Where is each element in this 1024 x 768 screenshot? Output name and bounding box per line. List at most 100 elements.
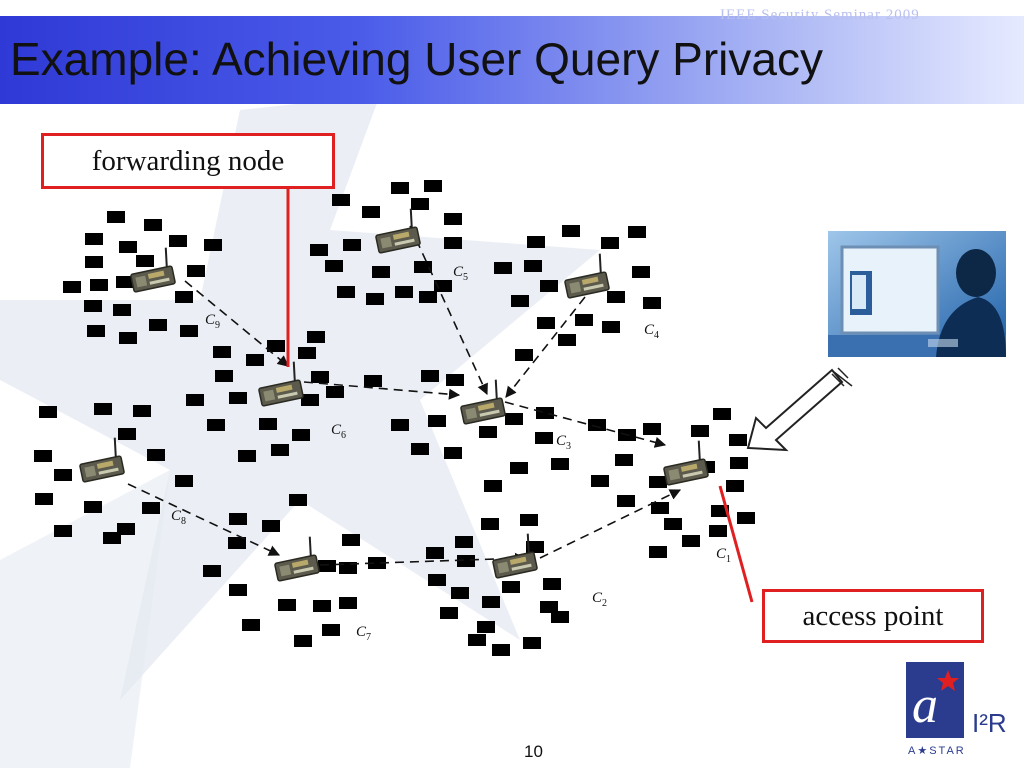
network-node xyxy=(242,619,260,631)
network-node xyxy=(664,518,682,530)
network-node xyxy=(523,637,541,649)
network-node xyxy=(713,408,731,420)
network-node xyxy=(87,325,105,337)
network-node xyxy=(278,599,296,611)
network-node xyxy=(271,444,289,456)
network-node xyxy=(322,624,340,636)
network-node xyxy=(203,565,221,577)
network-node xyxy=(298,347,316,359)
network-node xyxy=(601,237,619,249)
network-node xyxy=(107,211,125,223)
cluster-label: C6 xyxy=(331,422,346,441)
access-point-pointer xyxy=(718,485,754,603)
network-node xyxy=(103,532,121,544)
network-node xyxy=(551,458,569,470)
network-node xyxy=(39,406,57,418)
network-node xyxy=(505,413,523,425)
network-node xyxy=(372,266,390,278)
network-node xyxy=(362,206,380,218)
network-node xyxy=(180,325,198,337)
network-node xyxy=(118,428,136,440)
cluster-label: C4 xyxy=(644,322,659,341)
cluster-label: C1 xyxy=(716,546,731,565)
network-node xyxy=(520,514,538,526)
sensor-nodes xyxy=(74,207,710,583)
network-node xyxy=(414,261,432,273)
network-node xyxy=(502,581,520,593)
i2r-astar-logo: a I²R A★STAR xyxy=(896,660,1018,760)
network-node xyxy=(175,475,193,487)
slide-title: Example: Achieving User Query Privacy xyxy=(10,33,823,85)
network-node xyxy=(215,370,233,382)
network-node xyxy=(325,260,343,272)
network-node xyxy=(119,332,137,344)
network-node xyxy=(326,386,344,398)
hollow-arrow-icon xyxy=(746,367,853,452)
network-node xyxy=(144,219,162,231)
network-node xyxy=(90,279,108,291)
network-node xyxy=(332,194,350,206)
network-node xyxy=(186,394,204,406)
person-at-computer-photo xyxy=(828,231,1006,357)
network-node xyxy=(643,423,661,435)
network-node xyxy=(116,276,134,288)
network-node xyxy=(484,480,502,492)
cluster-label: C5 xyxy=(453,264,468,283)
network-node xyxy=(34,450,52,462)
network-node xyxy=(228,537,246,549)
sensor-node-icon xyxy=(74,436,126,484)
network-node xyxy=(535,432,553,444)
network-node xyxy=(607,291,625,303)
network-node xyxy=(318,560,336,572)
network-node xyxy=(366,293,384,305)
network-node xyxy=(113,304,131,316)
forwarding-link xyxy=(409,225,488,396)
network-node xyxy=(187,265,205,277)
network-node xyxy=(229,392,247,404)
network-node xyxy=(451,587,469,599)
network-node xyxy=(492,644,510,656)
network-node xyxy=(339,597,357,609)
forwarding-link xyxy=(127,483,281,556)
network-node xyxy=(444,447,462,459)
network-node xyxy=(85,233,103,245)
network-node xyxy=(481,518,499,530)
network-node xyxy=(84,501,102,513)
network-node xyxy=(729,434,747,446)
sensor-node-icon xyxy=(269,535,321,583)
network-node xyxy=(468,634,486,646)
network-node xyxy=(262,520,280,532)
network-node xyxy=(575,314,593,326)
network-node xyxy=(737,512,755,524)
network-node xyxy=(292,429,310,441)
forwarding-link xyxy=(539,489,682,559)
network-node xyxy=(457,555,475,567)
network-node xyxy=(142,502,160,514)
network-node xyxy=(54,525,72,537)
network-node xyxy=(421,370,439,382)
sensor-node-icon xyxy=(559,252,611,300)
forwarding-link xyxy=(504,401,667,448)
network-node xyxy=(207,419,225,431)
network-node xyxy=(477,621,495,633)
network-node xyxy=(711,505,729,517)
network-node xyxy=(368,557,386,569)
network-node xyxy=(602,321,620,333)
network-node xyxy=(313,600,331,612)
network-node xyxy=(524,260,542,272)
network-node xyxy=(651,502,669,514)
network-node xyxy=(537,317,555,329)
network-node xyxy=(133,405,151,417)
network-node xyxy=(63,281,81,293)
network-node xyxy=(709,525,727,537)
network-node xyxy=(726,480,744,492)
network-node xyxy=(84,300,102,312)
network-node xyxy=(364,375,382,387)
forwarding-link xyxy=(505,296,586,398)
forwarding-link xyxy=(303,381,461,400)
network-node xyxy=(229,513,247,525)
network-node xyxy=(310,244,328,256)
logo-mark: I²R xyxy=(972,708,1007,738)
network-node xyxy=(419,291,437,303)
